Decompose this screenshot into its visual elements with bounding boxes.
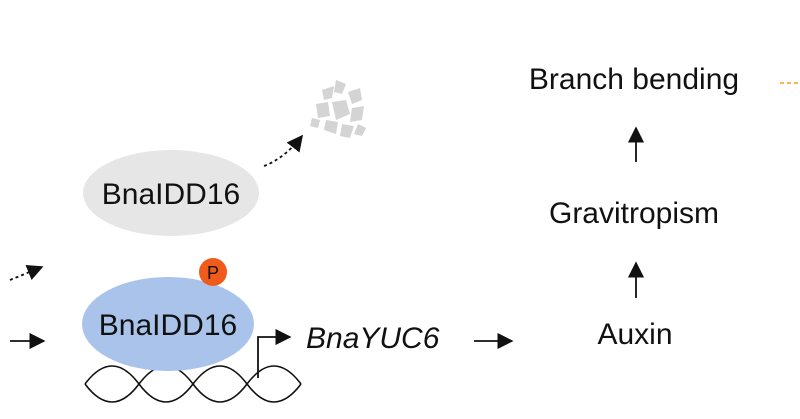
transcription-start-arrow <box>257 328 292 378</box>
incoming-dashed-arrow <box>9 264 44 281</box>
degraded-protein-ellipse <box>83 150 259 236</box>
phospho-badge-label: P <box>207 263 219 283</box>
degradation-arrow <box>263 134 303 167</box>
gravitropism-label: Gravitropism <box>549 197 719 230</box>
degraded-protein-label: BnaIDD16 <box>102 178 240 211</box>
bound-protein-ellipse <box>82 277 254 371</box>
dna-helix <box>84 365 302 403</box>
degradation-fragments <box>310 80 366 138</box>
target-gene-label: BnaYUC6 <box>306 322 440 355</box>
phospho-badge <box>199 258 227 286</box>
auxin-label: Auxin <box>597 318 672 351</box>
branch-bending-label: Branch bending <box>529 63 739 96</box>
bound-protein-label: BnaIDD16 <box>99 309 237 342</box>
